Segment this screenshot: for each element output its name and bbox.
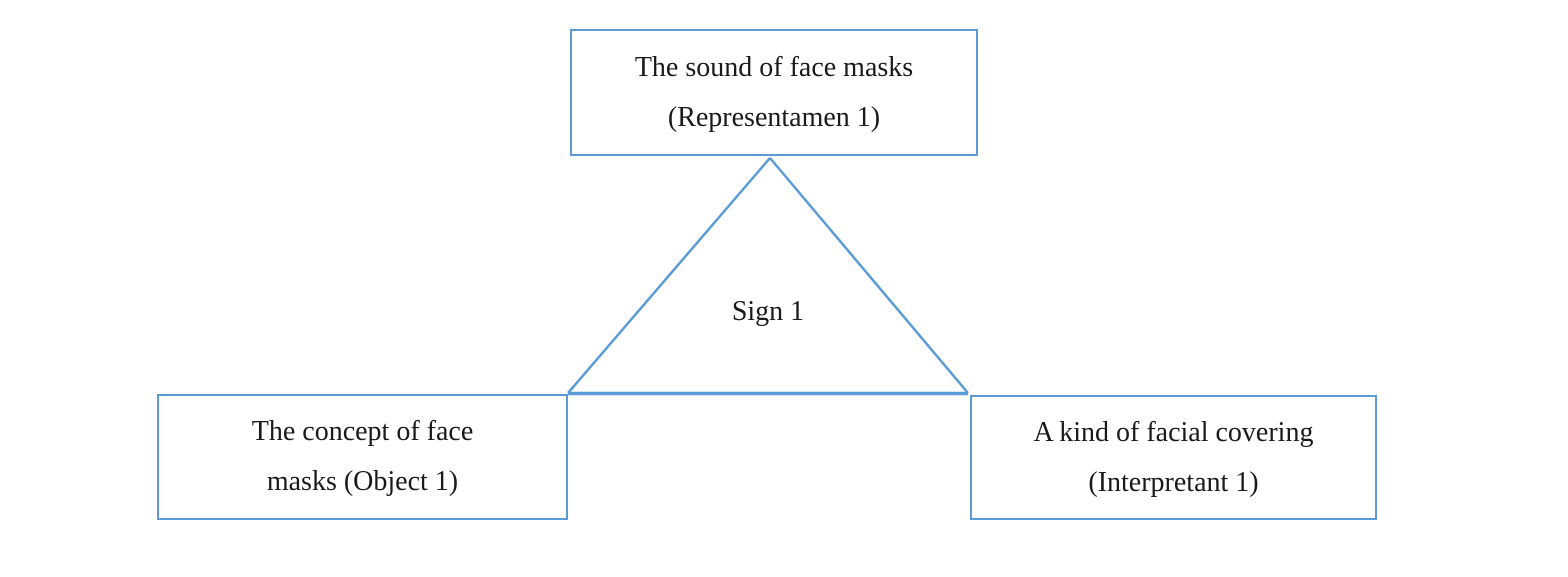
- node-interpretant: A kind of facial covering (Interpretant …: [970, 395, 1377, 520]
- triangle-right-side: [769, 157, 969, 394]
- node-representamen-line1: The sound of face masks: [634, 51, 914, 83]
- node-representamen-line2: (Representamen 1): [667, 101, 881, 133]
- node-object: The concept of face masks (Object 1): [157, 394, 568, 520]
- node-interpretant-line2: (Interpretant 1): [1088, 466, 1259, 498]
- node-interpretant-line1: A kind of facial covering: [1033, 416, 1314, 448]
- sign-label: Sign 1: [731, 296, 805, 327]
- node-object-line2: masks (Object 1): [266, 466, 459, 497]
- node-object-line1: The concept of face: [251, 416, 474, 447]
- node-representamen: The sound of face masks (Representamen 1…: [570, 29, 978, 156]
- triangle-left-side: [567, 157, 771, 394]
